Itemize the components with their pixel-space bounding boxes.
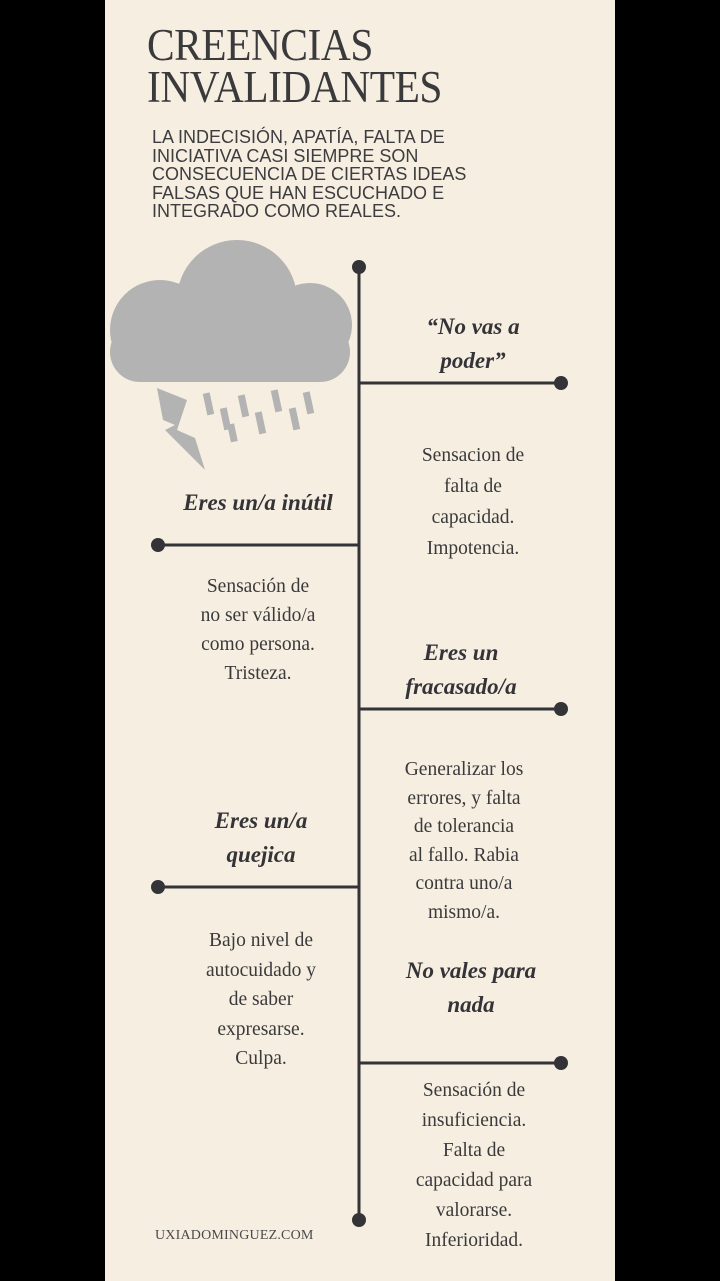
belief-description: Sensación de insuficiencia. Falta de cap… bbox=[415, 1080, 533, 1251]
infographic: CREENCIAS INVALIDANTES LA INDECISIÓN, AP… bbox=[105, 0, 615, 1281]
timeline-dot bbox=[554, 1056, 568, 1070]
belief-heading: Eres un/a inútil bbox=[183, 490, 333, 515]
belief-description: Generalizar los errores, y falta de tole… bbox=[404, 759, 524, 923]
belief-heading: Eres un/a quejica bbox=[214, 808, 308, 867]
timeline-dot bbox=[151, 880, 165, 894]
timeline-dot bbox=[151, 538, 165, 552]
belief-heading: Eres un fracasado/a bbox=[405, 640, 517, 699]
timeline-graphics bbox=[110, 240, 568, 1227]
timeline-dot bbox=[554, 376, 568, 390]
storm-cloud-icon bbox=[110, 240, 352, 470]
subtitle: LA INDECISIÓN, APATÍA, FALTA DE INICIATI… bbox=[152, 127, 467, 221]
timeline-dot bbox=[554, 702, 568, 716]
page-title: CREENCIAS INVALIDANTES bbox=[147, 20, 443, 112]
website-credit: UXIADOMINGUEZ.COM bbox=[155, 1228, 314, 1243]
belief-heading: No vales para nada bbox=[405, 958, 537, 1017]
belief-heading: “No vas a poder” bbox=[426, 314, 520, 373]
belief-description: Sensación de no ser válido/a como person… bbox=[200, 576, 316, 684]
timeline-dot bbox=[352, 1213, 366, 1227]
belief-description: Bajo nivel de autocuidado y de saber exp… bbox=[206, 930, 316, 1069]
timeline-dot bbox=[352, 260, 366, 274]
belief-description: Sensacion de falta de capacidad. Impoten… bbox=[421, 445, 525, 559]
